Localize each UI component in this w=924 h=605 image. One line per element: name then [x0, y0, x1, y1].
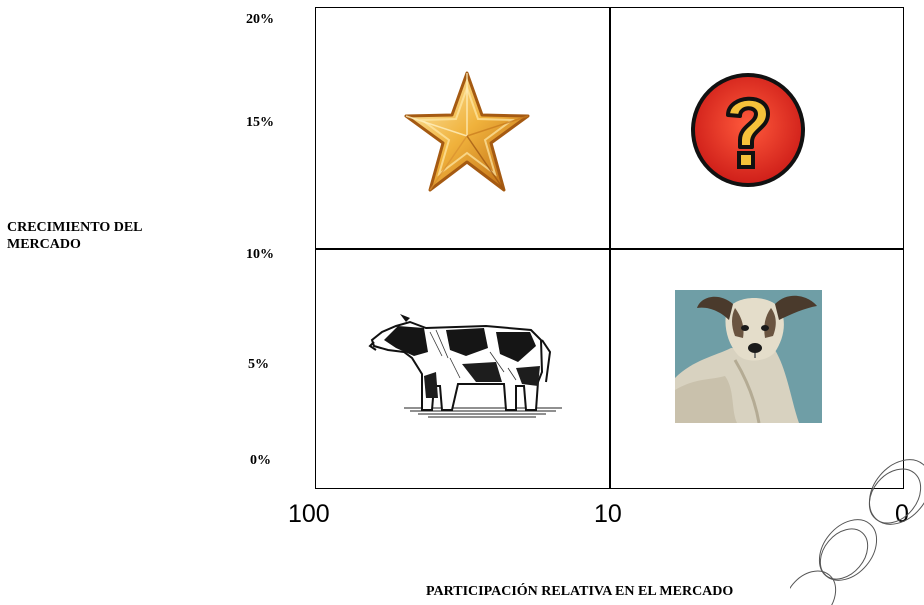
y-axis-label-line1: CRECIMIENTO DEL	[7, 220, 143, 235]
x-axis-label: PARTICIPACIÓN RELATIVA EN EL MERCADO	[426, 584, 734, 599]
matrix-horizontal-divider	[315, 248, 904, 250]
question-mark-icon	[691, 73, 805, 187]
y-axis-label: CRECIMIENTO DEL MERCADO	[7, 219, 143, 253]
y-tick-0: 0%	[250, 453, 271, 468]
decorative-rings	[790, 459, 924, 605]
y-tick-5: 5%	[248, 357, 269, 372]
x-tick-100: 100	[288, 500, 330, 528]
y-tick-10: 10%	[246, 247, 274, 262]
y-tick-20: 20%	[246, 12, 274, 27]
star-icon	[404, 71, 530, 192]
cow-icon	[368, 314, 562, 418]
dog-icon	[675, 290, 822, 423]
y-axis-label-line2: MERCADO	[7, 237, 81, 252]
x-tick-10: 10	[594, 500, 622, 528]
y-tick-15: 15%	[246, 115, 274, 130]
